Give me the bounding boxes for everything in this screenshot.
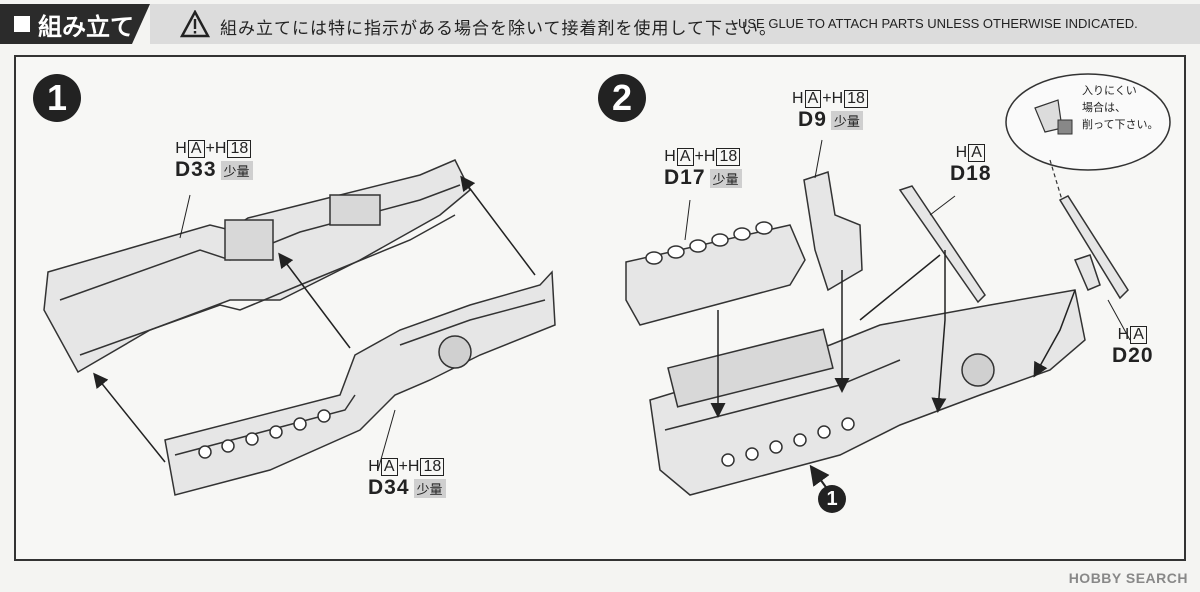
part-d18-drawing xyxy=(898,185,986,304)
section-title-text: 組み立て xyxy=(38,12,134,41)
watermark: HOBBY SEARCH xyxy=(1068,570,1188,586)
step-2-number: 2 xyxy=(598,74,646,122)
part-name-d17: D17 xyxy=(664,166,706,189)
callout-note: 入りにくい 場合は、 削って下さい。 xyxy=(1082,84,1159,131)
part-name-d18: D18 xyxy=(950,162,992,185)
section-title: 組み立て xyxy=(0,4,150,44)
ref-step-badge: 1 xyxy=(818,485,846,513)
warning-text-en: USE GLUE TO ATTACH PARTS UNLESS OTHERWIS… xyxy=(738,16,1138,31)
part-name-d9: D9 xyxy=(798,108,827,131)
part-name-d33: D33 xyxy=(175,158,217,181)
warning-text-jp: 組み立てには特に指示がある場合を除いて接着剤を使用して下さい。 xyxy=(220,19,777,39)
part-base-drawing xyxy=(649,289,1086,496)
header: 組み立て 組み立てには特に指示がある場合を除いて接着剤を使用して下さい。 USE… xyxy=(0,0,1200,46)
part-name-d34: D34 xyxy=(368,476,410,499)
part-d20-drawing xyxy=(1058,195,1129,300)
warning-icon xyxy=(180,10,210,38)
part-d34-drawing xyxy=(164,270,556,496)
part-name-d20: D20 xyxy=(1112,344,1154,367)
callout-bubble xyxy=(1005,73,1171,171)
square-icon xyxy=(14,16,30,32)
part-d33-drawing xyxy=(43,159,471,374)
header-bar xyxy=(150,4,1200,44)
part-d17-drawing xyxy=(625,221,806,326)
part-d9-drawing xyxy=(803,171,863,292)
step-1-number: 1 xyxy=(33,74,81,122)
